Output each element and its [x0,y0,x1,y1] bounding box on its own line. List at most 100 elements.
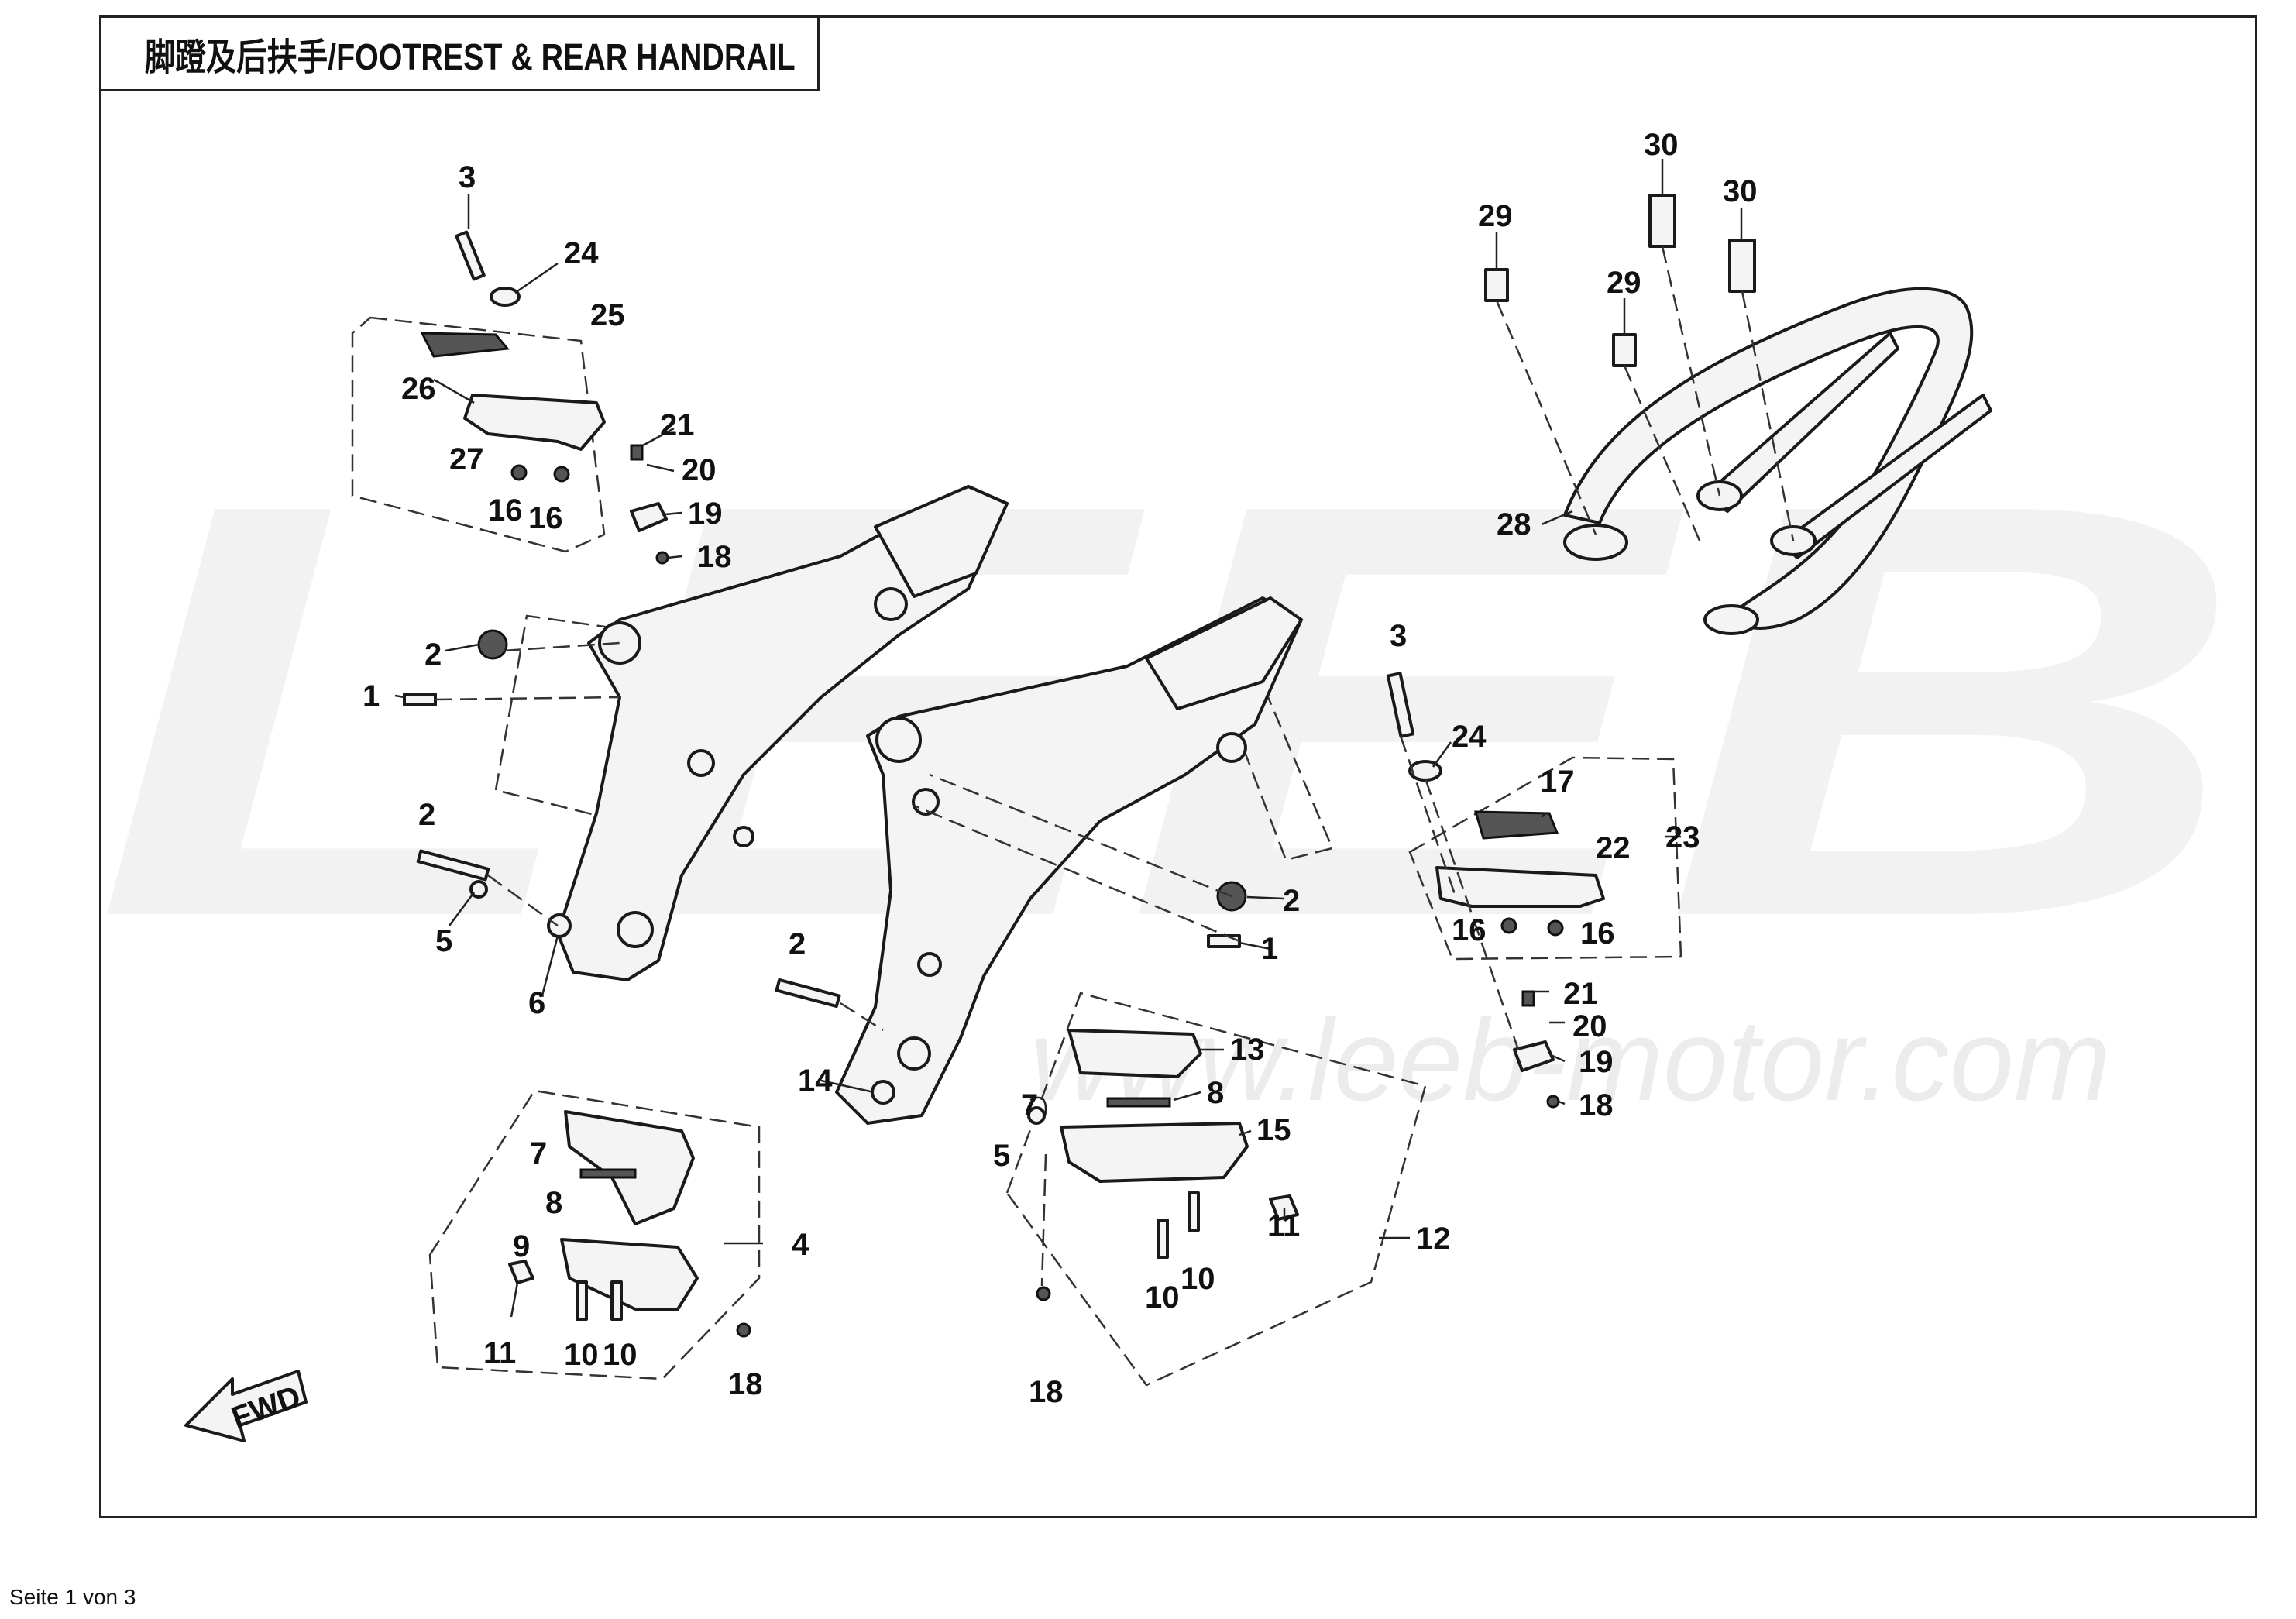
pin-11b [1269,1194,1299,1221]
callout-labels: 3 24 25 26 27 21 20 16 16 19 18 2 1 2 5 … [363,128,1758,1409]
bolt-10d [1188,1191,1200,1232]
left-bracket-pivot-low [617,911,654,948]
callout-10-left-b: 10 [603,1338,638,1372]
callout-6: 6 [528,986,545,1020]
callout-2-left-low: 2 [418,798,435,832]
callout-4: 4 [792,1228,809,1262]
fasteners [403,194,1756,1125]
callout-9: 9 [513,1229,530,1263]
bolt-29a [1484,268,1509,302]
bolt-2c [775,978,841,1009]
pillion-footrest-right [1435,810,1605,1109]
callout-30-right: 30 [1723,174,1758,208]
right-bracket-plate [1145,596,1303,710]
handrail-mount-bottom-left [1563,524,1628,561]
footrest-rubber-17 [1473,810,1559,840]
callout-11-left: 11 [483,1336,516,1370]
nut-2a [477,629,508,660]
callout-22: 22 [1596,831,1631,865]
callout-3-right: 3 [1390,619,1407,653]
callout-5-right: 5 [993,1139,1010,1173]
title-box: 脚蹬及后扶手/FOOTREST & REAR HANDRAIL [99,15,820,91]
callout-13: 13 [1230,1033,1265,1067]
footrest-13 [1067,1029,1202,1078]
right-bracket-hole-2 [917,952,942,977]
callout-21-left: 21 [660,408,695,442]
bolt-10a [576,1280,588,1321]
callout-2-center: 2 [789,927,806,961]
callout-1-left: 1 [363,679,380,713]
callout-19-right: 19 [1579,1045,1614,1079]
screw-16b [553,466,570,483]
right-bracket-pivot-top [875,717,922,763]
detent-plate-19a [630,502,668,532]
bolt-10b [610,1280,623,1321]
bolt-3b [1386,672,1415,738]
callout-18-right: 18 [1579,1088,1614,1122]
spring-8b [1106,1097,1171,1108]
bolt-1a [403,693,437,706]
footrest-15 [1060,1122,1249,1183]
bolt-29b [1612,333,1637,367]
callout-18-center-bottom: 18 [1029,1375,1064,1409]
bolt-1b [1207,934,1241,948]
washer-5a [469,880,488,899]
footrest-7 [564,1110,695,1225]
bolt-30a [1648,194,1676,248]
callout-30-left: 30 [1644,128,1679,162]
callout-26: 26 [401,372,436,406]
detent-plate-19b [1513,1040,1555,1072]
rear-handrail [1563,287,1992,635]
clip-18c [1036,1286,1051,1301]
callout-8-right: 8 [1207,1076,1224,1110]
callout-24-right: 24 [1452,720,1487,754]
bolt-3a [455,230,486,281]
page-title: 脚蹬及后扶手/FOOTREST & REAR HANDRAIL [145,37,796,78]
callout-16-right-b: 16 [1580,916,1615,950]
group-outline-23 [1408,756,1682,961]
group-outline-25 [351,316,606,553]
group-outline-12 [1005,992,1427,1387]
callout-10-right-b: 10 [1181,1262,1215,1296]
footrest-rubber-26 [420,332,510,358]
clip-18d [1546,1095,1560,1109]
callout-24-left: 24 [564,236,599,270]
bolt-2b [416,849,490,882]
callout-29-mid: 29 [1607,266,1641,300]
callout-10-left-a: 10 [564,1338,599,1372]
footrest-9 [560,1238,699,1311]
callout-2-left-top: 2 [424,638,442,672]
left-bracket-pivot-mid [874,587,908,621]
rider-footrest-left [508,1110,751,1338]
callout-18-left-bottom: 18 [728,1367,763,1401]
clip-18b [736,1322,751,1338]
leader-lines [394,159,1743,1318]
bushing-14 [871,1080,895,1105]
callout-20-right: 20 [1572,1009,1607,1043]
callout-20-left: 20 [682,453,717,487]
watermark-url: www.leeb-motor.com [1030,995,2111,1125]
callout-25: 25 [590,298,625,332]
callout-14: 14 [798,1064,833,1098]
right-bracket-pivot-mid [1216,732,1247,763]
callout-12: 12 [1416,1222,1451,1256]
right-bracket-pivot-low [897,1036,931,1071]
callout-2-right: 2 [1283,884,1300,918]
callout-16-left-a: 16 [488,493,523,528]
fwd-arrow: FWD [184,1370,308,1442]
right-frame-bracket [835,596,1303,1125]
page-footer: Seite 1 von 3 [9,1585,136,1609]
callout-5-left: 5 [435,924,452,958]
bolt-10c [1157,1219,1169,1259]
callout-7-right: 7 [1021,1088,1038,1122]
callout-29-top: 29 [1478,199,1513,233]
clip-18a [655,551,669,565]
callout-16-left-b: 16 [528,501,563,535]
callout-27: 27 [449,442,484,476]
callout-21-right: 21 [1563,977,1598,1011]
left-frame-bracket [556,485,1009,981]
footrest-body-27 [463,394,606,451]
callout-7-left: 7 [530,1136,547,1170]
callout-23: 23 [1665,820,1700,854]
spring-8a [579,1168,637,1179]
